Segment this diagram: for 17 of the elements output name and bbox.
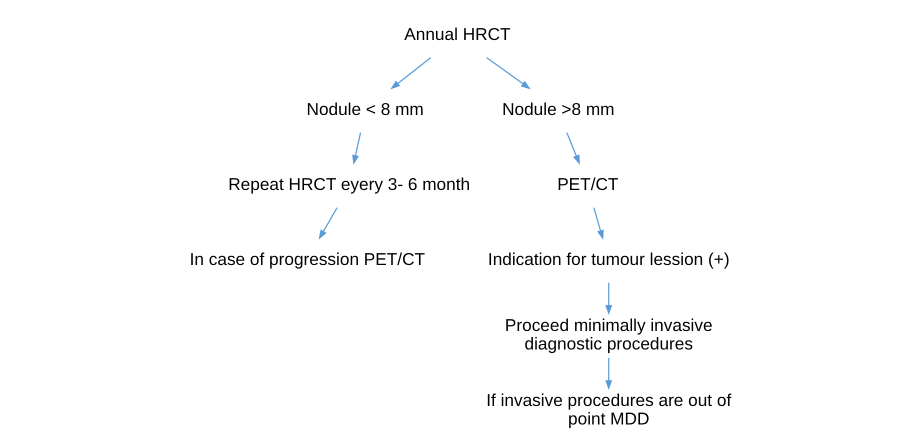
arrow xyxy=(605,358,612,390)
arrow xyxy=(566,132,580,165)
arrow xyxy=(486,57,531,90)
node-text: In case of progression PET/CT xyxy=(190,249,426,270)
arrow xyxy=(352,132,362,165)
arrow xyxy=(605,282,612,315)
node-text: If invasive procedures are out of point MDD xyxy=(486,390,732,428)
arrow xyxy=(390,57,432,90)
node-text: Nodule >8 mm xyxy=(502,98,615,119)
node-text: Proceed minimally invasive diagnostic procedures xyxy=(504,314,713,354)
arrow xyxy=(593,208,604,240)
arrow xyxy=(318,207,338,240)
node-text: Indication for tumour lession (+) xyxy=(488,249,730,270)
node-text: PET/CT xyxy=(557,174,618,194)
node-text: Repeat HRCT eyery 3- 6 month xyxy=(228,174,470,194)
node-text: Annual HRCT xyxy=(404,24,511,44)
node-text: Nodule < 8 mm xyxy=(306,98,424,119)
